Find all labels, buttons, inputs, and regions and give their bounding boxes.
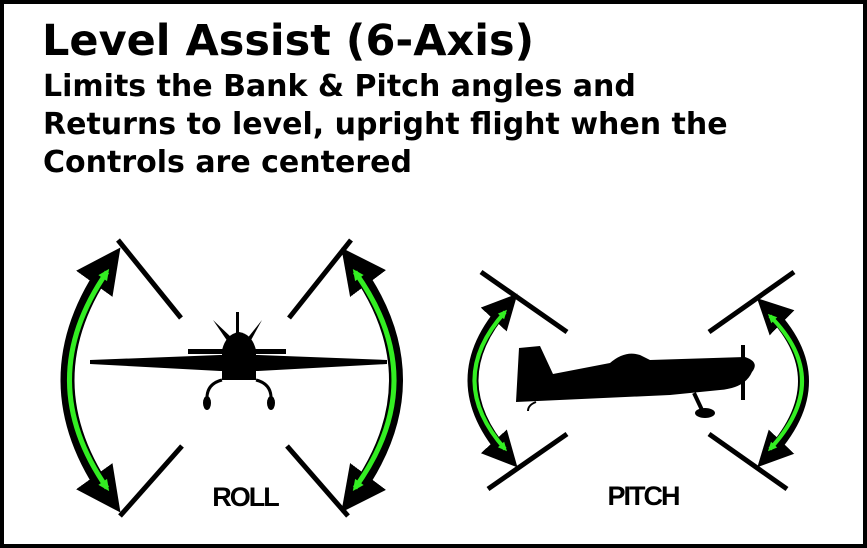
pitch-left-arrow-icon [467,293,518,468]
pitch-label: PITCH [608,481,680,511]
subtitle-line: Controls are centered [43,145,412,180]
roll-label: ROLL [212,482,279,512]
airplane-side-icon [516,345,755,418]
pitch-limit-lines [479,269,796,492]
roll-right-arrow-icon [341,247,403,513]
page-title: Level Assist (6-Axis) [42,16,535,66]
subtitle: Limits the Bank & Pitch angles and Retur… [43,68,728,182]
roll-left-arrow-icon [60,247,121,513]
airplane-front-icon [90,312,387,410]
roll-limit-lines [116,238,353,518]
subtitle-line: Returns to level, upright flight when th… [43,107,728,142]
pitch-right-arrow-icon [756,298,809,468]
subtitle-line: Limits the Bank & Pitch angles and [43,69,636,104]
